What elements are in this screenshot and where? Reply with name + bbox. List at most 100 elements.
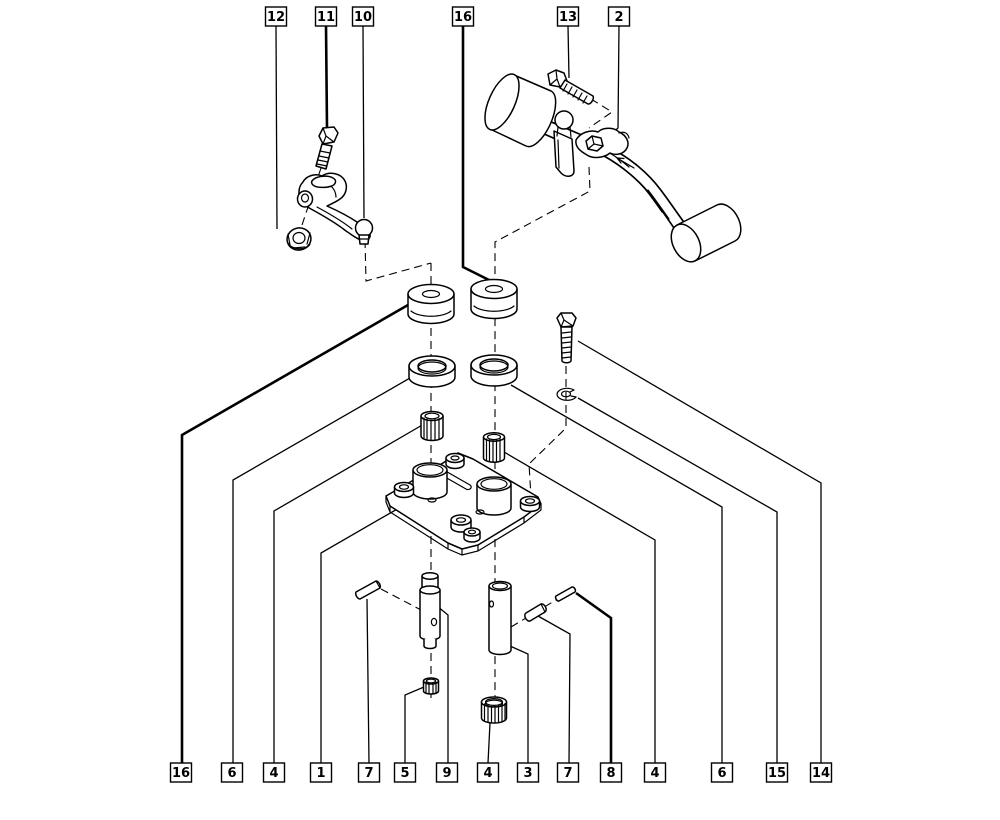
callout-13[interactable]: 13 <box>556 6 580 27</box>
leader-line-16 <box>461 26 490 282</box>
callout-box[interactable] <box>599 762 623 783</box>
callout-11[interactable]: 11 <box>314 6 338 27</box>
callout-box[interactable] <box>516 762 540 783</box>
callout-4[interactable]: 4 <box>643 762 667 783</box>
axis-left-column-link <box>364 239 432 282</box>
callout-box[interactable] <box>643 762 667 783</box>
callout-box[interactable] <box>607 6 631 27</box>
leader-line-8 <box>575 591 613 763</box>
callout-14[interactable]: 14 <box>809 762 833 783</box>
parts <box>286 69 742 724</box>
leader-line-4 <box>273 423 425 763</box>
leader-line-6 <box>232 377 411 763</box>
callout-box[interactable] <box>220 762 244 783</box>
callout-15[interactable]: 15 <box>765 762 789 783</box>
callout-number: 6 <box>717 766 726 781</box>
callout-7[interactable]: 7 <box>357 762 381 783</box>
callout-4[interactable]: 4 <box>262 762 286 783</box>
callout-6[interactable]: 6 <box>220 762 244 783</box>
leader-line-12 <box>275 25 278 230</box>
leader-line-7 <box>366 598 370 764</box>
callout-box[interactable] <box>169 762 193 783</box>
part-bolt-upper-left <box>315 126 339 170</box>
part-bolt-selector <box>547 69 595 105</box>
callout-number: 15 <box>768 766 786 781</box>
callout-box[interactable] <box>314 6 338 27</box>
axis-bolt-13 <box>588 98 614 129</box>
callout-number: 16 <box>454 10 472 25</box>
part-stepped-shaft <box>419 572 441 650</box>
callout-number: 14 <box>812 766 830 781</box>
callout-2[interactable]: 2 <box>607 6 631 27</box>
callout-number: 10 <box>354 10 372 25</box>
callout-4[interactable]: 4 <box>476 762 500 783</box>
callout-box[interactable] <box>710 762 734 783</box>
leader-line-14 <box>577 340 822 763</box>
callout-box[interactable] <box>393 762 417 783</box>
callout-box[interactable] <box>262 762 286 783</box>
callout-number: 9 <box>442 766 451 781</box>
part-bushing-cap-right <box>470 278 518 320</box>
callout-box[interactable] <box>435 762 459 783</box>
part-circlip <box>556 387 577 401</box>
callout-number: 12 <box>267 10 285 25</box>
leader-lines <box>180 25 822 764</box>
callout-box[interactable] <box>264 6 288 27</box>
callout-number: 4 <box>269 766 278 781</box>
callout-box[interactable] <box>765 762 789 783</box>
callout-7[interactable]: 7 <box>556 762 580 783</box>
axis-pin-left <box>380 588 424 612</box>
callout-box[interactable] <box>309 762 333 783</box>
callout-16[interactable]: 16 <box>169 762 193 783</box>
callout-number: 13 <box>559 10 577 25</box>
part-lock-nut <box>286 227 312 251</box>
callout-box[interactable] <box>351 6 375 27</box>
part-bolt-vertical <box>556 312 577 364</box>
part-base-plate <box>385 452 542 556</box>
callout-6[interactable]: 6 <box>710 762 734 783</box>
leader-line-10 <box>362 25 365 219</box>
callout-12[interactable]: 12 <box>264 6 288 27</box>
callout-box[interactable] <box>556 762 580 783</box>
callout-box[interactable] <box>357 762 381 783</box>
callout-box[interactable] <box>451 6 475 27</box>
callout-8[interactable]: 8 <box>599 762 623 783</box>
callout-number: 8 <box>606 766 615 781</box>
callout-16[interactable]: 16 <box>451 6 475 27</box>
callout-box[interactable] <box>556 6 580 27</box>
callout-number: 1 <box>316 766 325 781</box>
leader-line-7 <box>537 615 571 764</box>
leader-line-2 <box>607 25 620 138</box>
part-sleeve-center <box>480 696 508 724</box>
callout-number: 4 <box>650 766 659 781</box>
callout-9[interactable]: 9 <box>435 762 459 783</box>
callout-5[interactable]: 5 <box>393 762 417 783</box>
leader-line-13 <box>567 25 570 79</box>
part-knurled-nut <box>422 677 440 695</box>
leader-line-15 <box>577 397 778 763</box>
leader-line-1 <box>320 507 400 763</box>
callout-box[interactable] <box>809 762 833 783</box>
callout-box[interactable] <box>476 762 500 783</box>
callout-3[interactable]: 3 <box>516 762 540 783</box>
callout-number: 11 <box>317 10 335 25</box>
callout-10[interactable]: 10 <box>351 6 375 27</box>
callout-number: 5 <box>400 766 409 781</box>
callout-number: 4 <box>483 766 492 781</box>
part-selector-lever <box>484 73 742 263</box>
callout-number: 2 <box>614 10 623 25</box>
callout-number: 6 <box>227 766 236 781</box>
lever-ball-end <box>354 218 374 238</box>
ball-stud <box>554 110 574 130</box>
part-pin-left <box>354 580 382 600</box>
part-bearing-left <box>408 355 456 388</box>
callout-1[interactable]: 1 <box>309 762 333 783</box>
part-small-pin <box>554 586 577 602</box>
callout-number: 3 <box>523 766 532 781</box>
leader-line-5 <box>404 686 425 763</box>
callout-boxes: 12 11 10 16 13 2 16 6 4 1 7 5 9 4 3 7 8 4 6 15 14 <box>169 6 833 783</box>
callout-number: 7 <box>563 766 572 781</box>
part-bearing-right <box>470 354 518 387</box>
callout-number: 16 <box>172 766 190 781</box>
